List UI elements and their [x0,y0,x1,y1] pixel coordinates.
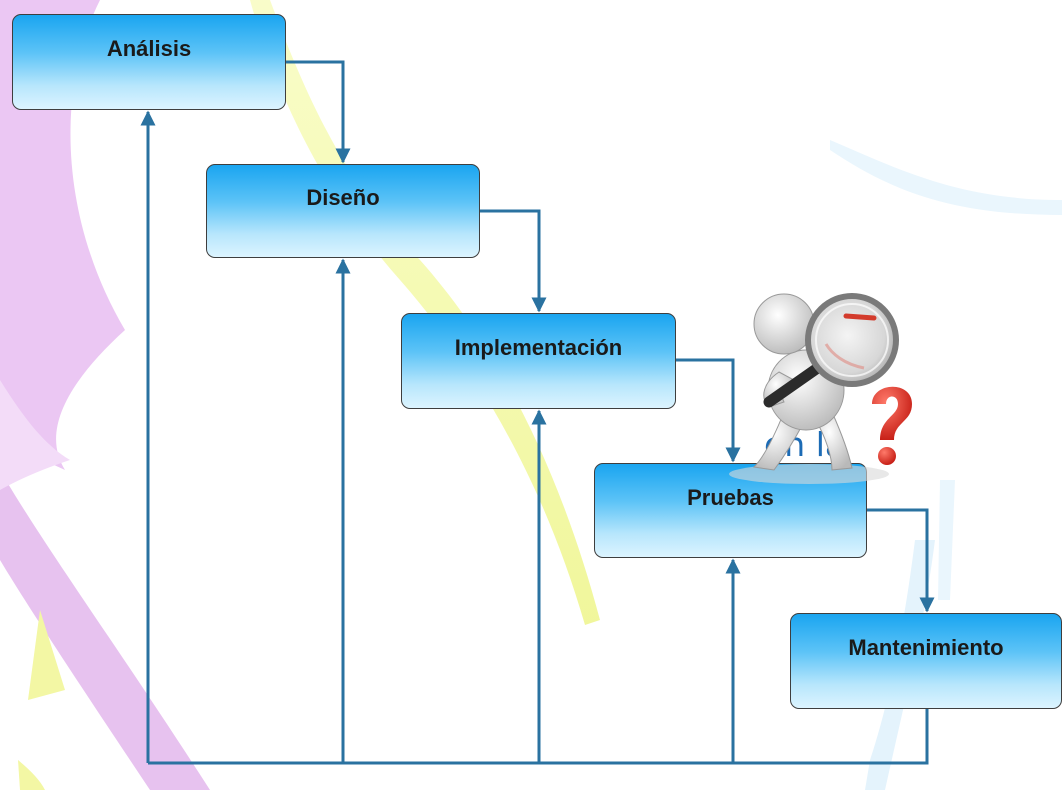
yellow-small [18,760,45,790]
arrow-diseno-to-implementacion [480,209,547,313]
phase-label-analisis: Análisis [106,36,192,61]
phase-box-implementacion: Implementación [401,313,676,409]
phase-box-mantenimiento: Mantenimiento [790,613,1062,709]
yellow-triangle [28,610,65,700]
phase-label-implementacion: Implementación [454,335,623,360]
purple-swoosh [0,0,125,470]
blue-swoosh-right-edge [938,480,955,600]
phase-box-analisis: Análisis [12,14,286,110]
phase-box-diseno: Diseño [206,164,480,258]
phase-label-pruebas: Pruebas [687,484,774,510]
feedback-bottom-line [148,709,929,765]
phase-label-diseno: Diseño [306,185,380,210]
arrow-implementacion-to-pruebas [676,358,741,463]
arrow-analisis-to-diseno [286,60,351,164]
arrow-pruebas-to-mantenimiento [867,508,935,613]
phase-label-mantenimiento: Mantenimiento [848,635,1004,660]
purple-swoosh-lower [0,470,210,790]
purple-swoosh-edge [0,380,70,490]
blue-swoosh-right [830,140,1062,215]
inspector-magnifier-icon [729,293,912,484]
